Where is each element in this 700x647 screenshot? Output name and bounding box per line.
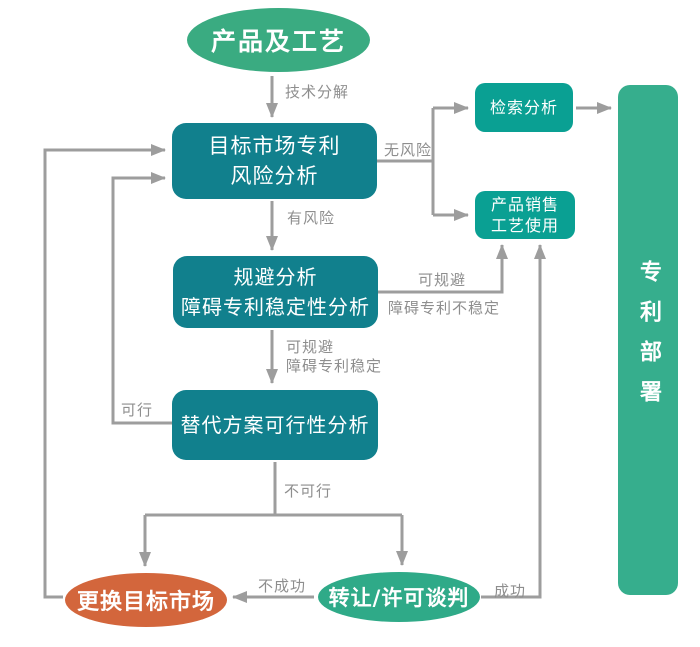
node-alternative-feasibility[interactable]: 替代方案可行性分析 <box>172 390 378 460</box>
node-patent-deployment[interactable]: 专利部署 <box>618 85 678 595</box>
node-avoidance-analysis[interactable]: 规避分析 障碍专利稳定性分析 <box>173 256 378 328</box>
edge-label-no-risk: 无风险 <box>384 141 433 159</box>
node-change-target-market[interactable]: 更换目标市场 <box>65 573 227 627</box>
edge-label-avoidable-right: 可规避 <box>418 271 467 289</box>
node-product-process[interactable]: 产品及工艺 <box>187 8 370 72</box>
node-transfer-license-negotiation[interactable]: 转让/许可谈判 <box>318 572 480 622</box>
node-negotiation-label: 转让/许可谈判 <box>328 586 470 610</box>
edge-label-not-feasible: 不可行 <box>284 482 333 500</box>
node-alternative-label: 替代方案可行性分析 <box>180 413 370 437</box>
node-search-analysis[interactable]: 检索分析 <box>475 83 573 132</box>
edge-negotiation-success <box>481 244 546 599</box>
edge-label-not-successful: 不成功 <box>258 577 307 595</box>
edge-avoid-to-sales <box>378 244 508 294</box>
node-risk-analysis-line1: 目标市场专利 <box>208 134 341 158</box>
edge-change-market-loop <box>43 144 166 599</box>
node-product-process-label: 产品及工艺 <box>210 27 346 56</box>
node-product-sales-line1: 产品销售 <box>490 195 559 214</box>
node-avoidance-line2: 障碍专利稳定性分析 <box>181 295 370 319</box>
edge-label-tech-decomposition: 技术分解 <box>285 83 350 101</box>
edge-label-patent-unstable: 障碍专利不稳定 <box>388 299 501 317</box>
edge-label-patent-stable: 障碍专利稳定 <box>286 357 383 375</box>
node-target-market-risk-analysis[interactable]: 目标市场专利 风险分析 <box>172 123 377 199</box>
node-avoidance-line1: 规避分析 <box>233 265 318 289</box>
node-product-sales-line2: 工艺使用 <box>490 216 559 235</box>
edge-label-has-risk: 有风险 <box>287 209 336 227</box>
node-change-market-label: 更换目标市场 <box>76 590 215 615</box>
edge-label-avoidable-down: 可规避 <box>286 338 335 356</box>
edge-label-feasible: 可行 <box>121 401 154 419</box>
edge-alternative-feasible-loop <box>111 172 172 425</box>
node-risk-analysis-line2: 风险分析 <box>230 164 319 188</box>
edge-label-successful: 成功 <box>494 582 527 600</box>
node-product-sales-process-use[interactable]: 产品销售 工艺使用 <box>475 191 575 239</box>
node-search-analysis-label: 检索分析 <box>489 98 558 117</box>
node-patent-deployment-label: 专利部署 <box>636 260 661 420</box>
